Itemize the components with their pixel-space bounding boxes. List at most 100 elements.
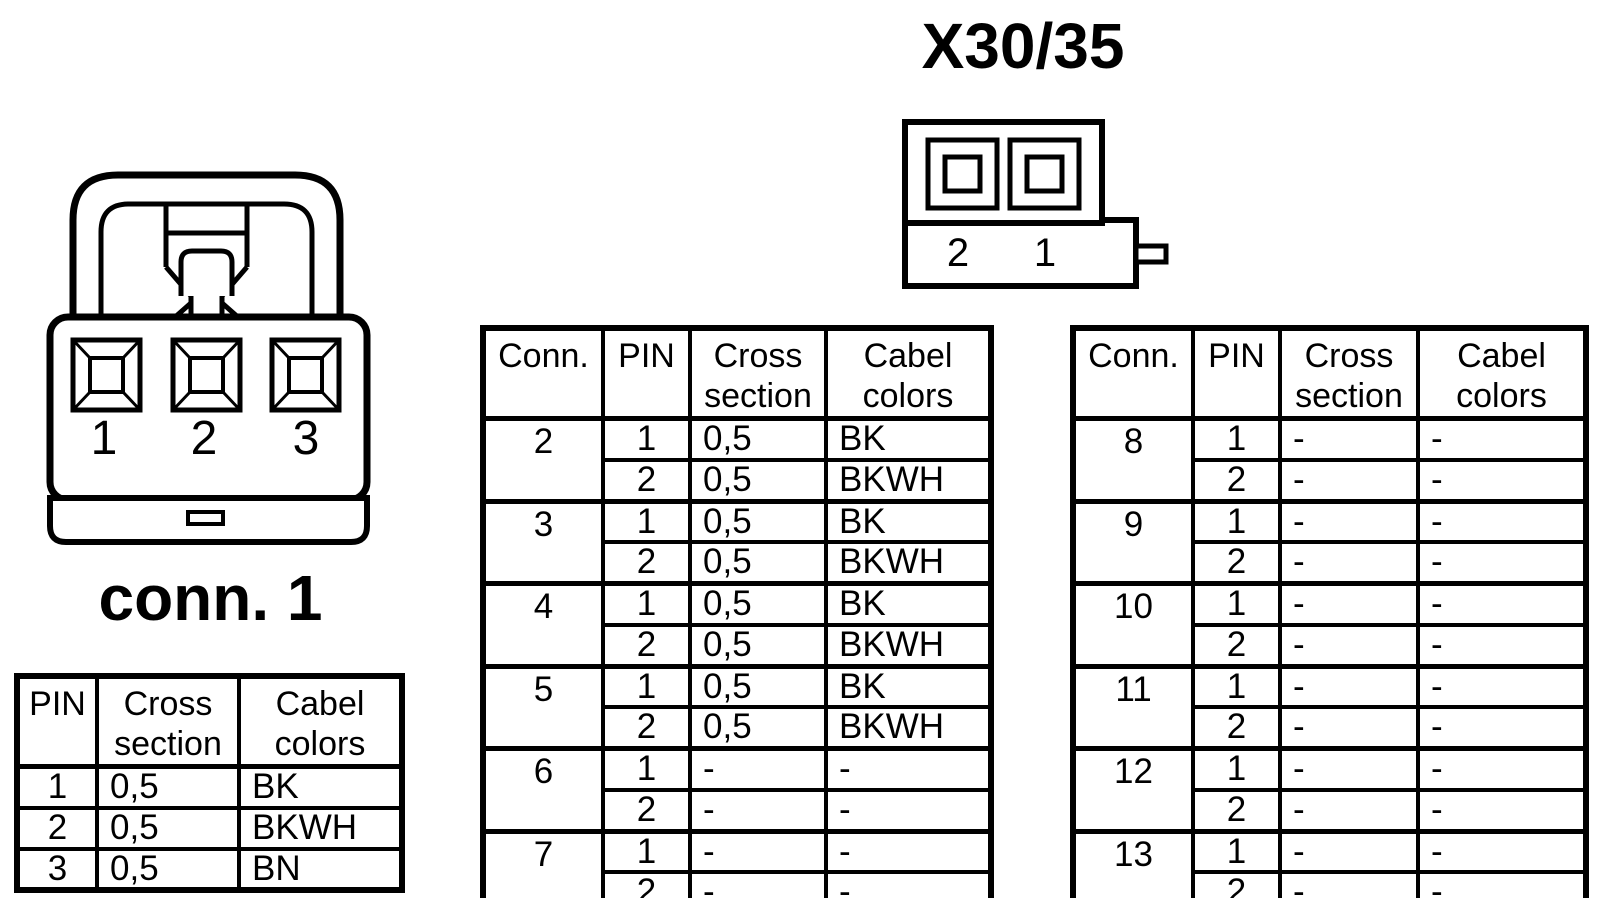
column-header: Cabel colors <box>1416 326 1588 422</box>
pin-row: 2-- <box>1073 540 1588 586</box>
pin-cavity-2 <box>170 337 243 413</box>
latch-tongue <box>178 248 235 296</box>
conn-number-cell: 4 <box>481 581 605 669</box>
cable-color-cell: - <box>1416 622 1588 669</box>
conn-number-cell: 9 <box>1071 498 1195 586</box>
pin-cavity-3 <box>269 337 342 413</box>
cable-color-cell: BK <box>824 663 993 710</box>
pin-number-cell: 1 <box>601 416 692 462</box>
cross-section-cell: - <box>1278 622 1420 669</box>
conn-number-cell: 5 <box>481 663 605 751</box>
cross-section-cell: - <box>1278 828 1420 875</box>
pin-number-cell: 1 <box>15 764 99 810</box>
pin-cavity-1 <box>70 337 143 413</box>
column-header: Conn. <box>481 326 605 422</box>
cable-color-cell: - <box>1416 457 1588 504</box>
cable-color-cell: BK <box>237 764 404 810</box>
pin-number-cell: 1 <box>1191 581 1282 627</box>
x30-35-connector-drawing: 2 1 <box>902 119 1169 289</box>
cable-color-cell: - <box>1416 540 1588 586</box>
column-header: Conn. <box>1071 326 1195 422</box>
pin-number-cell: 1 <box>601 581 692 627</box>
pin-number-cell: 2 <box>1191 870 1282 898</box>
conn-1-caption: conn. 1 <box>98 562 323 634</box>
cable-color-cell: BK <box>824 581 993 627</box>
cross-section-cell: 0,5 <box>688 705 828 751</box>
cable-color-cell: - <box>824 870 993 898</box>
cable-color-cell: BKWH <box>824 622 993 669</box>
pin-row: 2-- <box>1073 622 1588 669</box>
conn-number-cell: 11 <box>1071 663 1195 751</box>
cable-color-cell: - <box>824 787 993 834</box>
cable-color-cell: BK <box>824 498 993 545</box>
cross-section-cell: 0,5 <box>688 416 828 462</box>
cross-section-cell: - <box>1278 416 1420 462</box>
pin-number-cell: 1 <box>1191 498 1282 545</box>
cross-section-cell: - <box>688 870 828 898</box>
conn-number-cell: 10 <box>1071 581 1195 669</box>
pin-label-2: 2 <box>947 231 969 275</box>
base-slot <box>186 510 225 526</box>
pin-row: 2-- <box>483 787 993 834</box>
pin-cavity-2-inner <box>942 154 983 194</box>
pin-number-cell: 2 <box>601 540 692 586</box>
pin-label-1: 1 <box>1034 231 1056 275</box>
column-header: PIN <box>601 326 692 422</box>
column-header: Cross section <box>1278 326 1420 422</box>
cross-section-cell: 0,5 <box>95 764 241 810</box>
conn-number-cell: 2 <box>481 416 605 504</box>
column-header: Cabel colors <box>237 674 404 770</box>
column-header: Cross section <box>688 326 828 422</box>
pin-number-cell: 2 <box>1191 787 1282 834</box>
cross-section-cell: 0,5 <box>688 457 828 504</box>
pin-label-1: 1 <box>91 412 118 465</box>
cross-section-cell: - <box>1278 581 1420 627</box>
cross-section-cell: 0,5 <box>688 498 828 545</box>
pin-number-cell: 2 <box>1191 457 1282 504</box>
pin-label-2: 2 <box>191 412 218 465</box>
cable-color-cell: - <box>1416 870 1588 898</box>
pin-row: 2-- <box>483 870 993 898</box>
cross-section-cell: - <box>1278 663 1420 710</box>
column-header: PIN <box>15 674 99 770</box>
cross-section-cell: - <box>1278 746 1420 792</box>
conn-number-cell: 12 <box>1071 746 1195 834</box>
conn-number-cell: 7 <box>481 828 605 898</box>
pin-number-cell: 2 <box>601 787 692 834</box>
cable-color-cell: - <box>1416 828 1588 875</box>
conn-number-cell: 13 <box>1071 828 1195 898</box>
cross-section-cell: 0,5 <box>688 663 828 710</box>
cable-color-cell: BN <box>237 846 404 893</box>
pin-number-cell: 1 <box>601 746 692 792</box>
pin-number-cell: 2 <box>601 705 692 751</box>
cable-color-cell: - <box>1416 787 1588 834</box>
cable-color-cell: BKWH <box>824 705 993 751</box>
pin-number-cell: 1 <box>601 663 692 710</box>
cross-section-cell: 0,5 <box>688 622 828 669</box>
conn-number-cell: 8 <box>1071 416 1195 504</box>
cable-color-cell: - <box>1416 581 1588 627</box>
pin-number-cell: 3 <box>15 846 99 893</box>
cable-color-cell: BKWH <box>824 457 993 504</box>
cable-color-cell: - <box>1416 498 1588 545</box>
pin-cavity-1-inner <box>1024 154 1065 194</box>
cross-section-cell: - <box>688 787 828 834</box>
pin-row: 2-- <box>1073 457 1588 504</box>
